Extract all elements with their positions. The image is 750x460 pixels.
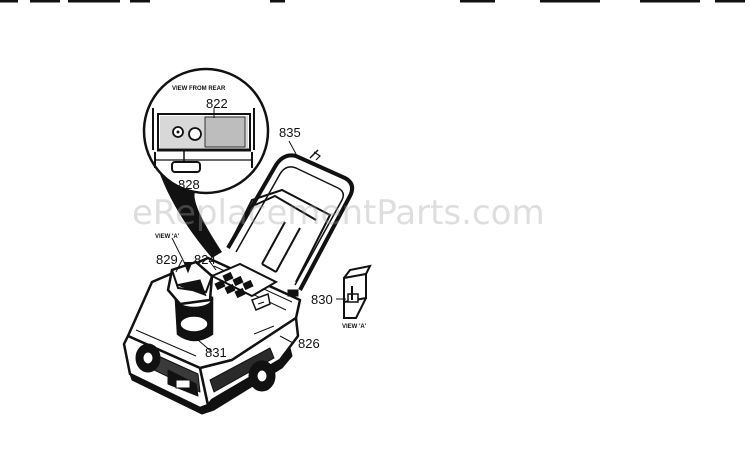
view-a-label-right: VIEW 'A' (342, 324, 367, 330)
label-826: 826 (298, 336, 320, 351)
handle-inner-frame (231, 188, 332, 283)
label-822: 822 (206, 96, 228, 111)
leader-lines (171, 237, 294, 353)
label-830: 830 (311, 292, 333, 307)
handle-assembly: 835 (226, 125, 355, 291)
rear-view-inset: VIEW FROM REAR 822 828 (142, 67, 270, 258)
inset-caption: VIEW FROM REAR (172, 86, 226, 92)
label-829: 829 (156, 252, 178, 267)
label-831: 831 (205, 345, 227, 360)
engine-cover (209, 262, 299, 311)
side-brand-mark (253, 325, 275, 335)
inset-knob (188, 127, 202, 141)
engine-fins (214, 271, 254, 299)
label-824: 824 (194, 252, 216, 267)
view-a-label-left: VIEW 'A' (155, 234, 180, 240)
handle-bar (226, 153, 355, 291)
discharge-chute (166, 260, 214, 342)
label-828: 828 (178, 177, 200, 192)
label-835: 835 (279, 125, 301, 140)
view-a-detail (336, 264, 372, 319)
inset-part-828 (171, 161, 201, 173)
